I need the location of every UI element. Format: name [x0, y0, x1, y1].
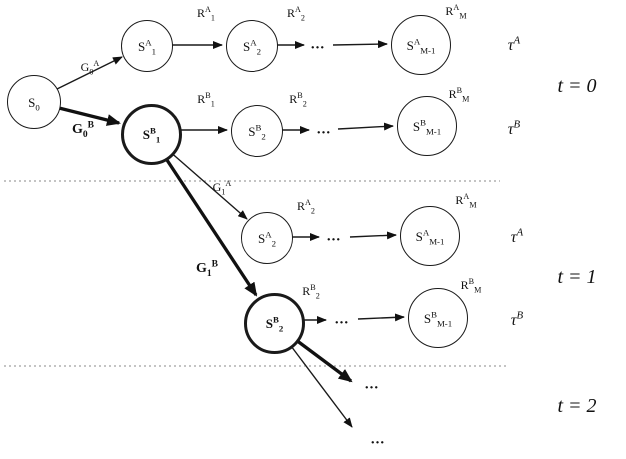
- action-label-g1b: G1B: [195, 259, 219, 279]
- reward-label-t1-rb2: RB2: [302, 283, 320, 301]
- reward-label-t0-rb1: RB1: [197, 91, 215, 109]
- state-label-t1-sa2: SA2: [257, 229, 277, 249]
- state-node-t1-sam: SAM-1: [400, 206, 460, 266]
- reward-label-t1-rbm: RBM: [460, 277, 482, 295]
- state-node-s0: S0: [7, 75, 61, 129]
- edge-t1-dots-to-sbm: [357, 313, 405, 322]
- reward-label-t0-ram: RAM: [445, 3, 467, 21]
- ellipsis-t1-row-a: ...: [326, 228, 342, 245]
- state-node-t0-sa1: SA1: [121, 20, 173, 72]
- reward-label-t1-ram: RAM: [455, 192, 477, 210]
- ellipsis-t0-row-b: ...: [316, 121, 332, 138]
- state-node-t0-sam: SAM-1: [391, 15, 451, 75]
- ellipsis-t0-row-a: ...: [310, 36, 326, 53]
- edge-s0-to-sa1: [56, 56, 123, 90]
- state-label-t1-sam: SAM-1: [415, 227, 445, 247]
- action-label-g1a: G1A: [212, 179, 232, 197]
- edge-t0-dots-to-sam: [332, 40, 388, 49]
- tau-label-t0-a: τA: [507, 34, 521, 54]
- tau-label-t1-a: τA: [510, 226, 524, 246]
- state-label-t1-sb2: SB2: [265, 314, 284, 334]
- tau-label-t1-b: τB: [510, 309, 524, 329]
- reward-label-t0-ra2: RA2: [287, 5, 305, 23]
- ellipsis-t2-upper: ...: [364, 376, 380, 393]
- state-node-t1-sa2: SA2: [241, 212, 293, 264]
- ellipsis-t2-lower: ...: [370, 431, 386, 448]
- state-label-s0: S0: [28, 94, 40, 113]
- tau-label-t0-b: τB: [507, 118, 521, 138]
- time-label-t0: t = 0: [557, 75, 597, 97]
- state-label-t0-sbm: SBM-1: [412, 117, 442, 137]
- state-label-t1-sbm: SBM-1: [423, 309, 453, 329]
- edge-t1-sb2-to-t2-bold: [291, 335, 353, 383]
- edge-s0-to-sb1-bold: [58, 106, 121, 126]
- state-label-t0-sam: SAM-1: [406, 36, 436, 56]
- state-label-t0-sb1: SB1: [142, 125, 161, 145]
- edge-sb1-to-t1-sb2-bold: [161, 153, 258, 297]
- edge-sb1-to-t1-sa2: [167, 149, 248, 220]
- time-label-t1: t = 1: [557, 266, 597, 288]
- edge-t1-sb2-to-t2-thin: [287, 341, 353, 428]
- reward-label-t1-ra2: RA2: [297, 198, 315, 216]
- state-node-t1-sbm: SBM-1: [408, 288, 468, 348]
- state-label-t0-sa1: SA1: [137, 37, 157, 57]
- edge-t1-dots-to-sam: [349, 231, 397, 240]
- reward-label-t0-ra1: RA1: [197, 5, 215, 23]
- time-label-t2: t = 2: [557, 395, 597, 417]
- state-node-t1-sb2: SB2: [244, 293, 305, 354]
- ellipsis-t1-row-b: ...: [334, 311, 350, 328]
- action-label-g0a: G0A: [80, 59, 100, 77]
- reward-label-t0-rb2: RB2: [289, 91, 307, 109]
- edge-t0-dots-to-sbm: [337, 122, 394, 131]
- state-node-t0-sa2: SA2: [226, 20, 278, 72]
- state-node-t0-sbm: SBM-1: [397, 96, 457, 156]
- reward-label-t0-rbm: RBM: [448, 86, 470, 104]
- state-node-t0-sb1: SB1: [121, 104, 182, 165]
- state-label-t0-sa2: SA2: [242, 37, 262, 57]
- state-node-t0-sb2: SB2: [231, 105, 283, 157]
- state-label-t0-sb2: SB2: [248, 122, 266, 142]
- action-label-g0b: G0B: [71, 120, 95, 140]
